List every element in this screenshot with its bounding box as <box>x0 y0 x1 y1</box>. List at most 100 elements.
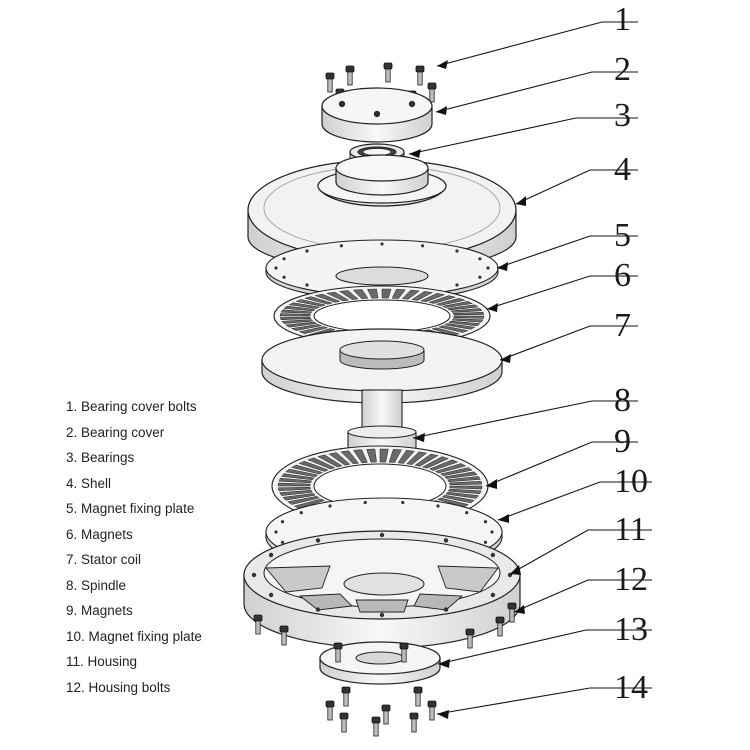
magnet-segment <box>438 325 469 333</box>
magnet-segment <box>295 299 326 307</box>
magnet-segment <box>281 319 314 324</box>
legend-item-12: 12. Housing bolts <box>66 679 171 695</box>
legend-item-5: 5. Magnet fixing plate <box>66 501 195 516</box>
magnet-segment <box>279 316 312 321</box>
magnet-segment <box>303 296 333 305</box>
bolt-hole <box>274 530 278 534</box>
magnet-segment <box>288 302 321 309</box>
magnet-segment <box>277 482 311 487</box>
legend-item-11: 11. Housing <box>66 654 138 669</box>
magnet-segment <box>401 289 420 300</box>
bolt-hole <box>380 242 384 246</box>
callout-1: 1 <box>614 1 631 38</box>
bolt-hole <box>490 592 496 598</box>
magnet-segment <box>447 476 481 482</box>
magnet-segment <box>290 324 323 331</box>
bolt-hole <box>379 532 385 538</box>
bolt-hole <box>436 504 440 508</box>
bolt-hole <box>280 520 285 524</box>
bolt-hole <box>268 592 274 598</box>
magnet-segment <box>285 321 318 328</box>
magnet-segment <box>279 490 313 496</box>
bolt-hole <box>268 552 274 558</box>
magnet-segment <box>328 452 351 466</box>
bolt-hole <box>455 283 459 287</box>
bolt-hole <box>315 538 321 543</box>
bolt-hole <box>274 266 278 270</box>
magnet-segment <box>352 289 369 299</box>
legend-item-6: 6. Magnets <box>66 526 133 542</box>
bolt-hole <box>490 530 494 534</box>
magnet-segment <box>281 473 315 481</box>
legend-item-10: 10. Magnet fixing plate <box>66 628 202 644</box>
magnet-segment <box>414 453 439 467</box>
magnet-segment <box>428 459 459 471</box>
magnets-upper <box>273 285 491 347</box>
magnet-segment <box>381 288 392 299</box>
magnet-segment <box>450 308 483 313</box>
magnet-segment <box>451 318 484 323</box>
bolt-hole <box>299 511 303 515</box>
magnet-segment <box>388 449 402 463</box>
callout-11: 11 <box>614 511 647 548</box>
bolt-hole <box>305 249 309 253</box>
bolt-hole <box>379 612 385 618</box>
bolt-hole <box>486 266 490 270</box>
callout-5: 5 <box>614 217 631 254</box>
magnet-segment <box>367 288 379 299</box>
magnet-segment <box>279 313 311 317</box>
bolt-hole <box>315 607 321 612</box>
bolt-hole <box>251 572 257 578</box>
magnet-segment <box>444 471 478 479</box>
magnet-segment <box>443 323 476 330</box>
bolt-hole <box>363 500 367 505</box>
magnet-segment <box>278 477 312 484</box>
magnet-segment <box>441 301 474 308</box>
magnet-segment <box>448 488 482 495</box>
callout-6: 6 <box>614 257 631 294</box>
bottom-cover <box>319 641 441 685</box>
magnet-segment <box>449 480 483 486</box>
magnet-segment <box>366 448 377 463</box>
magnet-segment <box>285 468 319 478</box>
callout-8: 8 <box>614 382 631 419</box>
bolt-hole <box>282 257 286 261</box>
bolt-hole <box>455 249 459 253</box>
bolt-hole <box>483 520 488 524</box>
magnet-segment <box>293 498 326 509</box>
magnet-segment <box>291 464 324 475</box>
magnet-segment <box>317 454 343 468</box>
legend-item-2: 2. Bearing cover <box>66 424 165 440</box>
magnet-segment <box>307 457 336 470</box>
parts-legend: 1. Bearing cover bolts 2. Bearing cover … <box>66 396 306 702</box>
magnet-segment <box>411 291 434 301</box>
bolt-hole <box>339 244 343 248</box>
magnet-segment <box>428 295 457 304</box>
magnet-segment <box>421 456 450 469</box>
bolt-hole <box>490 552 496 558</box>
callout-9: 9 <box>614 423 631 460</box>
callout-14: 14 <box>614 669 648 706</box>
magnet-segment <box>338 290 359 300</box>
magnet-segment <box>326 291 350 302</box>
bolt-hole <box>443 607 449 612</box>
magnet-segment <box>298 326 329 334</box>
magnet-segment <box>406 451 428 465</box>
bolt-hole <box>483 540 488 544</box>
bolt-hole <box>282 275 286 279</box>
bolt-hole <box>478 257 482 261</box>
callout-3: 3 <box>614 97 631 134</box>
legend-item-9: 9. Magnets <box>66 603 133 618</box>
magnet-segment <box>420 293 446 303</box>
leader-lines <box>408 21 652 715</box>
magnet-segment <box>435 298 466 306</box>
magnet-segment <box>314 293 341 303</box>
bottom-cover-bolts <box>325 686 437 737</box>
bolt-hole <box>305 283 309 287</box>
magnet-segment <box>280 309 313 314</box>
bolt-hole <box>401 500 405 505</box>
magnet-segment <box>379 448 389 463</box>
magnet-segment <box>446 304 479 311</box>
magnet-segment <box>445 491 479 499</box>
